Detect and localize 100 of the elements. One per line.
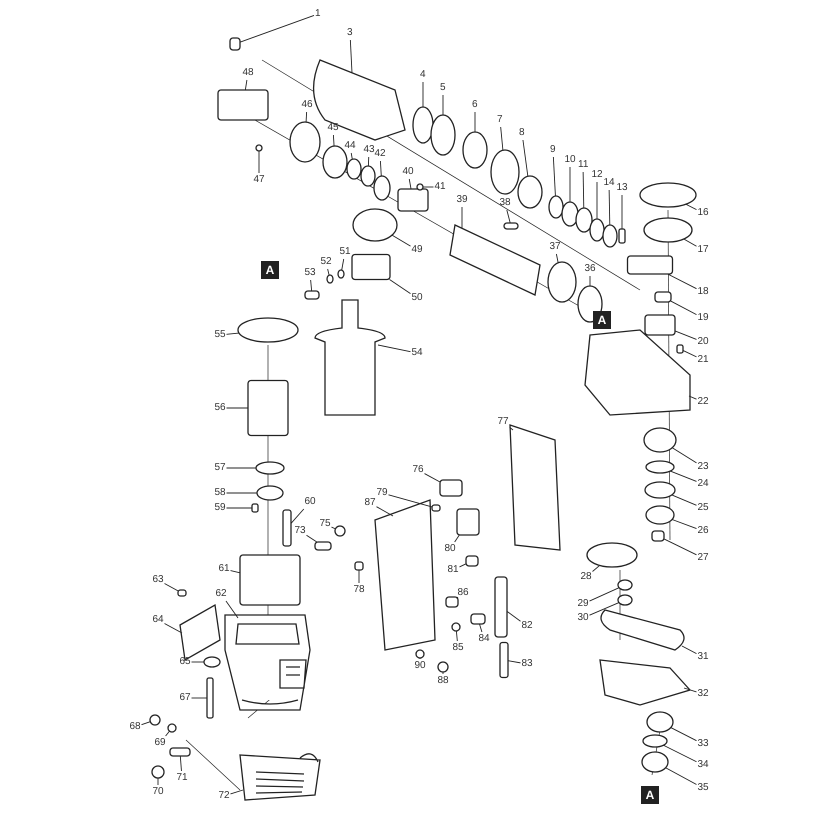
callout-number: 75: [320, 518, 331, 530]
callout-number: 84: [478, 633, 490, 645]
handle: [374, 499, 436, 651]
leader-line: [306, 534, 318, 542]
screw: [177, 589, 187, 597]
callout-number: 30: [578, 612, 589, 624]
pin: [251, 503, 259, 513]
callout-number: 41: [434, 181, 446, 193]
callout-number: 12: [592, 169, 603, 181]
screw: [431, 504, 441, 512]
leader-line: [290, 508, 304, 524]
leader-line: [141, 721, 151, 726]
callout-number: 65: [180, 656, 191, 668]
callout-number: 81: [448, 564, 459, 576]
leader-line: [684, 688, 697, 692]
leader-line: [230, 570, 240, 574]
leader-line: [164, 623, 182, 634]
leader-line: [522, 140, 528, 177]
side-grip: [314, 299, 386, 416]
callout-number: 17: [698, 244, 709, 256]
key: [503, 222, 519, 230]
o-ring: [360, 165, 376, 187]
o-ring: [645, 460, 675, 474]
leader-line: [674, 330, 697, 340]
callout-number: 67: [180, 692, 191, 704]
callout-number: 59: [214, 502, 226, 514]
leader-line: [341, 258, 344, 271]
leader-line: [608, 190, 610, 226]
washer: [167, 723, 177, 733]
pin: [676, 344, 684, 354]
leader-line: [552, 156, 556, 196]
callout-number: 22: [698, 396, 709, 408]
leader-line: [688, 396, 697, 400]
callout-number: 82: [522, 620, 533, 632]
leader-line: [442, 94, 444, 116]
clutch-gear: [490, 149, 520, 195]
washer: [337, 269, 345, 279]
o-ring: [642, 734, 668, 748]
callout-number: 44: [344, 140, 356, 152]
leader-line: [327, 268, 330, 276]
switch: [456, 508, 480, 536]
washer: [255, 461, 285, 475]
callout-number: 9: [550, 144, 556, 156]
washer: [334, 525, 346, 537]
leader-line: [408, 178, 412, 190]
callout-number: 85: [452, 642, 464, 654]
o-ring: [412, 106, 434, 144]
crank: [644, 314, 676, 336]
leader-line: [667, 274, 697, 290]
callout-number: 4: [420, 69, 426, 81]
callout-number: 62: [216, 588, 227, 600]
leader-line: [226, 332, 240, 335]
leader-line: [331, 526, 336, 530]
gear-cover: [599, 659, 692, 706]
callout-number: 71: [176, 772, 188, 784]
ball-bearing: [643, 427, 677, 453]
callout-number: 31: [698, 651, 709, 663]
callout-number: 90: [414, 660, 426, 672]
bushing: [651, 530, 665, 542]
o-ring: [548, 195, 564, 219]
leader-line: [378, 344, 411, 352]
leader-line: [422, 82, 424, 108]
sleeve: [517, 175, 543, 209]
leader-line: [454, 534, 460, 542]
callout-number: 46: [302, 99, 313, 111]
leader-line: [358, 570, 360, 584]
callout-number: 76: [412, 464, 424, 476]
callout-number: 51: [340, 246, 351, 258]
bearing: [654, 291, 672, 303]
leader-line: [670, 727, 697, 742]
leader-line: [509, 426, 514, 430]
leader-line: [310, 280, 312, 292]
leader-line: [683, 238, 697, 247]
gear: [645, 505, 675, 525]
pin: [618, 228, 626, 244]
knob: [151, 765, 165, 779]
gear: [586, 542, 638, 568]
callout-number: 78: [354, 584, 365, 596]
callout-number: 58: [214, 487, 226, 499]
screw: [437, 661, 449, 673]
callout-number: 16: [698, 207, 709, 219]
leader-line: [392, 234, 411, 247]
callout-number: 32: [698, 688, 709, 700]
leader-line: [592, 565, 600, 572]
washer: [617, 594, 633, 606]
callout-number: 87: [364, 497, 376, 509]
screw: [149, 714, 161, 726]
callout-number: 61: [218, 563, 230, 575]
screw: [451, 622, 461, 632]
callout-number: 60: [304, 496, 316, 508]
screw: [314, 541, 332, 551]
leader-line: [380, 160, 382, 176]
bolt: [169, 747, 191, 757]
rear-cover: [509, 424, 561, 551]
front-cap: [289, 121, 321, 163]
o-ring: [589, 218, 605, 242]
leader-line: [474, 112, 476, 132]
leader-line: [665, 767, 697, 785]
washer: [203, 656, 221, 668]
reference-marker: A: [593, 311, 611, 329]
